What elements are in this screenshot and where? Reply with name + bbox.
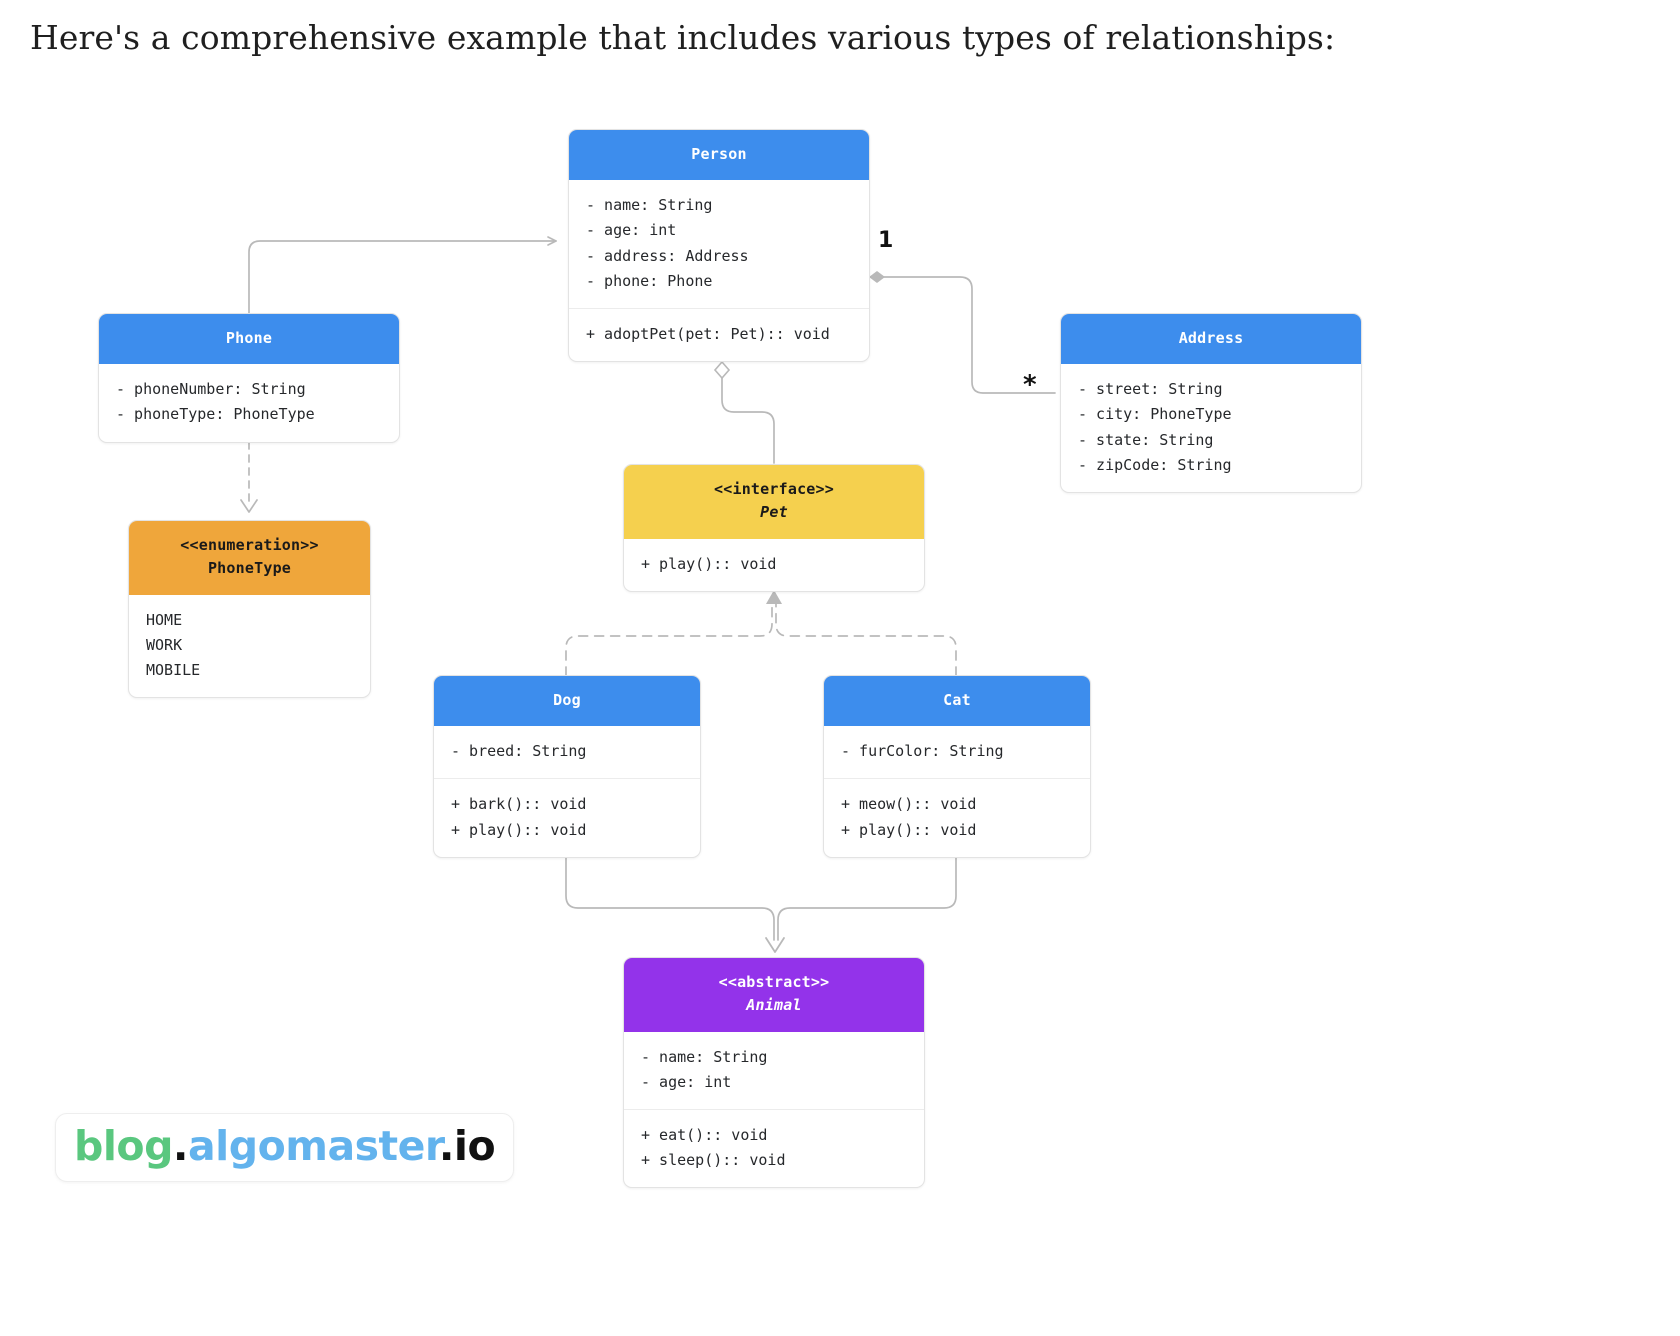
- enum-value-row: HOME: [146, 610, 183, 629]
- attribute-row: - phoneNumber: String: [116, 380, 306, 399]
- logo-dot-1: .: [172, 1122, 189, 1170]
- class-header-address: Address: [1061, 314, 1361, 365]
- class-name-cat: Cat: [943, 691, 971, 709]
- attribute-row: - age: int: [641, 1072, 732, 1091]
- methods-animal: + eat():: void + sleep():: void: [624, 1108, 924, 1187]
- edge-person-to-pet: [713, 360, 775, 464]
- class-name-person: Person: [691, 145, 747, 163]
- stereotype-enumeration: <<enumeration>>: [180, 536, 319, 554]
- class-name-pet: Pet: [760, 503, 788, 522]
- class-box-person[interactable]: Person - name: String - age: int - addre…: [568, 129, 870, 363]
- attributes-dog: - breed: String: [434, 726, 700, 778]
- attribute-row: - state: String: [1078, 430, 1214, 449]
- class-name-animal: Animal: [746, 996, 802, 1015]
- class-header-animal: <<abstract>> Animal: [624, 958, 924, 1032]
- class-box-phone[interactable]: Phone - phoneNumber: String - phoneType:…: [98, 313, 400, 443]
- class-box-phonetype[interactable]: <<enumeration>> PhoneType HOME WORK MOBI…: [128, 520, 371, 699]
- class-header-phone: Phone: [99, 314, 399, 365]
- class-box-cat[interactable]: Cat - furColor: String + meow():: void +…: [823, 675, 1091, 858]
- class-header-cat: Cat: [824, 676, 1090, 727]
- class-name-phone: Phone: [225, 329, 273, 347]
- class-header-dog: Dog: [434, 676, 700, 727]
- stereotype-abstract: <<abstract>>: [718, 973, 830, 991]
- class-name-dog: Dog: [553, 691, 581, 709]
- values-phonetype: HOME WORK MOBILE: [129, 595, 370, 698]
- multiplicity-person-one: 1: [878, 228, 894, 253]
- methods-person: + adoptPet(pet: Pet):: void: [569, 308, 869, 361]
- edge-phone-to-phonetype: [240, 441, 258, 513]
- attribute-row: - city: PhoneType: [1078, 405, 1232, 424]
- methods-dog: + bark():: void + play():: void: [434, 778, 700, 856]
- edge-dog-to-animal: [565, 855, 775, 941]
- site-logo: blog.algomaster.io: [55, 1113, 515, 1182]
- attributes-cat: - furColor: String: [824, 726, 1090, 778]
- method-row: + play():: void: [451, 820, 587, 839]
- edge-dog-to-pet: [565, 603, 773, 677]
- stereotype-interface: <<interface>>: [714, 480, 834, 498]
- attribute-row: - furColor: String: [841, 742, 1004, 761]
- class-header-phonetype: <<enumeration>> PhoneType: [129, 521, 370, 595]
- attribute-row: - name: String: [586, 196, 713, 215]
- enum-value-row: MOBILE: [146, 660, 201, 679]
- attribute-row: - phoneType: PhoneType: [116, 405, 315, 424]
- attributes-animal: - name: String - age: int: [624, 1032, 924, 1109]
- attribute-row: - name: String: [641, 1047, 768, 1066]
- edge-phone-to-person: [248, 236, 557, 315]
- attribute-row: - address: Address: [586, 246, 749, 265]
- class-name-address: Address: [1178, 329, 1244, 347]
- method-row: + play():: void: [641, 554, 777, 573]
- method-row: + adoptPet(pet: Pet):: void: [586, 325, 830, 343]
- multiplicity-address-many: *: [1023, 370, 1037, 400]
- attribute-row: - zipCode: String: [1078, 455, 1232, 474]
- method-row: + sleep():: void: [641, 1151, 786, 1170]
- method-row: + meow():: void: [841, 795, 977, 814]
- method-row: + bark():: void: [451, 795, 587, 814]
- method-row: + eat():: void: [641, 1125, 768, 1144]
- class-box-animal[interactable]: <<abstract>> Animal - name: String - age…: [623, 957, 925, 1189]
- class-box-pet[interactable]: <<interface>> Pet + play():: void: [623, 464, 925, 592]
- method-row: + play():: void: [841, 820, 977, 839]
- class-name-phonetype: PhoneType: [207, 559, 292, 578]
- logo-dot-2: .: [438, 1122, 455, 1170]
- logo-part-io: io: [453, 1122, 496, 1170]
- attribute-row: - breed: String: [451, 742, 587, 761]
- attributes-phone: - phoneNumber: String - phoneType: Phone…: [99, 364, 399, 441]
- class-box-dog[interactable]: Dog - breed: String + bark():: void + pl…: [433, 675, 701, 858]
- logo-part-algomaster: algomaster: [188, 1122, 439, 1170]
- edge-cat-to-animal: [765, 855, 957, 953]
- class-header-person: Person: [569, 130, 869, 181]
- methods-pet: + play():: void: [624, 539, 924, 591]
- attribute-row: - phone: Phone: [586, 271, 713, 290]
- attribute-row: - age: int: [586, 221, 677, 240]
- attributes-person: - name: String - age: int - address: Add…: [569, 180, 869, 308]
- class-box-address[interactable]: Address - street: String - city: PhoneTy…: [1060, 313, 1362, 493]
- page-title: Here's a comprehensive example that incl…: [30, 18, 1336, 57]
- attributes-address: - street: String - city: PhoneType - sta…: [1061, 364, 1361, 492]
- class-header-pet: <<interface>> Pet: [624, 465, 924, 539]
- edge-cat-to-pet: [766, 590, 957, 677]
- logo-part-blog: blog: [74, 1122, 173, 1170]
- methods-cat: + meow():: void + play():: void: [824, 778, 1090, 856]
- enum-value-row: WORK: [146, 635, 183, 654]
- attribute-row: - street: String: [1078, 380, 1223, 399]
